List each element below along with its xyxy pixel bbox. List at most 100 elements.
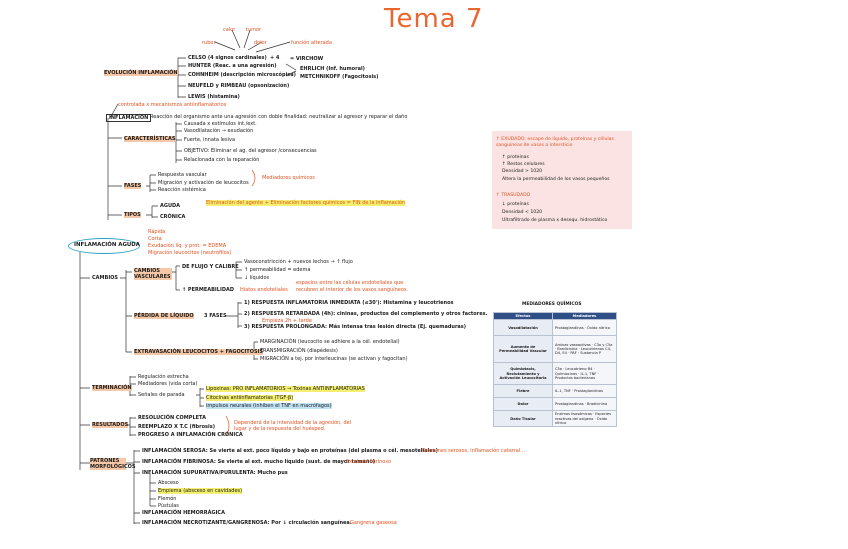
fases-label: FASES: [124, 183, 142, 189]
caracteristica-item: Relacionada con la reparación: [184, 157, 260, 163]
tipo-item: AGUDA: [160, 203, 181, 209]
inflamacion-above: controlada x mecanismos antiinflamatorio…: [118, 102, 227, 108]
serosa-note: Derrames serosos, inflamación catarral..…: [422, 448, 526, 454]
resultado-item: REEMPLAZO X T.C (fibrosis): [138, 424, 215, 430]
table-row: Quimiotaxis, Reclutamiento y Activación …: [493, 362, 617, 386]
table-cell-mediador: Enzimas lisosómicas · Especies reactivas…: [552, 410, 617, 428]
tipo-item: CRÓNICA: [160, 214, 186, 220]
patron-subitem: Empiema (absceso en cavidades): [158, 488, 243, 494]
evolucion-item: METCHNIKOFF (Fagocitosis): [300, 74, 379, 80]
table-header-row: Efectos Mediadores: [493, 311, 617, 321]
sign-dolor: dolor: [254, 40, 267, 46]
exudado-item: Altera la permeabilidad de los vasos peq…: [502, 177, 610, 182]
inflamacion-definition: Reacción del organismo ante una agresión…: [150, 114, 408, 120]
fase-item: Reacción sistémica: [158, 187, 206, 193]
hiatos-note: espacios entre las células endoteliales …: [296, 280, 404, 286]
extravasacion: EXTRAVASACIÓN LEUCOCITOS + FAGOCITOSIS: [134, 349, 264, 355]
table-row: Aumento de Permeabilidad Vascular Aminas…: [493, 335, 617, 364]
patron-item: INFLAMACIÓN SUPURATIVA/PURULENTA: Mucho …: [142, 470, 288, 476]
exudado-item: ↑ proteínas: [502, 155, 529, 160]
evolucion-item: COHNHEIM (descripción microscópica): [188, 72, 296, 78]
exudado-item: Densidad > 1020: [502, 169, 543, 174]
table-cell-mediador: Aminas vasoactivas · C3a y C5a · Bradici…: [552, 335, 617, 364]
terminacion-item: Mediadores (vida corta): [138, 381, 198, 387]
table-cell-efecto: Quimiotaxis, Reclutamiento y Activación …: [493, 362, 553, 386]
evolucion-plus4: + 4: [270, 55, 280, 61]
terminacion-label: TERMINACIÓN: [92, 385, 132, 391]
terminacion-item: Regulación estrecha: [138, 374, 189, 380]
tipos-eliminacion: Eliminación del agente + Eliminación fac…: [206, 200, 406, 206]
table-cell-mediador: Prostaglandinas · Bradicinina: [552, 397, 617, 412]
cambios-label: CAMBIOS: [92, 275, 119, 281]
table-row: Vasodilatación Prostaglandinas · Óxido n…: [493, 319, 617, 337]
aguda-trait: Exudación líq. y prot. = EDEMA: [148, 243, 227, 249]
evolucion-ehrlich: EHRLICH (Inf. humoral): [300, 66, 365, 72]
sign-rubor: rubor: [202, 40, 216, 46]
evolucion-item: HUNTER (Reac. a una agresión): [188, 63, 277, 69]
aguda-trait: Corta: [148, 236, 162, 242]
hiatos-note: recubren el interior de los vasos sanguí…: [296, 287, 409, 293]
table-cell-efecto: Vasodilatación: [493, 319, 553, 337]
exudado-trasudado-note: ↑ EXUDADO: escape de líquido, proteínas …: [492, 131, 632, 229]
evolucion-virchow: = VIRCHOW: [290, 56, 324, 62]
table-cell-efecto: Dolor: [493, 397, 553, 412]
extravasacion-item: MARGINACIÓN (leucocito se adhiere a la c…: [260, 339, 400, 345]
patron-item: INFLAMACIÓN SEROSA: Se vierte al ext. po…: [142, 448, 438, 454]
exudado-item: ↑ Restos celulares: [502, 162, 545, 167]
aguda-circle: [68, 238, 140, 254]
cambios-flujo: DE FLUJO Y CALIBRE: [182, 264, 239, 270]
flujo-item: ↓ líquidos: [244, 275, 270, 281]
aguda-trait: Rápida: [148, 229, 166, 235]
table-cell-efecto: Daño Tisular: [493, 410, 553, 428]
resultados-depende: Dependerá de la intensidad de la agresió…: [234, 420, 352, 432]
patrones-label: PATRONES MORFOLÓGICOS: [90, 458, 136, 470]
mediadores-table-caption: MEDIADORES QUÍMICOS: [522, 302, 582, 307]
table-row: Dolor Prostaglandinas · Bradicinina: [493, 397, 617, 412]
evolucion-item: CELSO (4 signos cardinales): [188, 55, 267, 61]
patron-subitem: Pústulas: [158, 503, 179, 509]
fase-respuesta: 2) RESPUESTA RETARDADA (4h): cininas, pr…: [244, 311, 488, 317]
sign-tumor: tumor: [246, 27, 262, 33]
fase-respuesta: 1) RESPUESTA INFLAMATORIA INMEDIATA (≤30…: [244, 300, 454, 306]
inflamacion-label: INFLAMACIÓN: [106, 114, 152, 122]
patron-item: INFLAMACIÓN FIBRINOSA: Se vierte al ext.…: [142, 459, 376, 465]
caracteristica-item: OBJETIVO: Eliminar el ag. del agresor /c…: [184, 148, 317, 154]
fase-respuesta: 3) RESPUESTA PROLONGADA: Más intensa tra…: [244, 324, 467, 330]
fases-mediadores: Mediadores químicos: [262, 175, 315, 181]
evolucion-neufeld: NEUFELD y RIMBEAU (opsonización): [188, 83, 290, 89]
senal-item: impulsos neurales (inhiben el TNF en mac…: [206, 403, 332, 409]
trasudado-title: ↑ TRASUDADO: [496, 193, 531, 198]
senal-item: Lipoxinas: PRO INFLAMATORIOS → Toxinas A…: [206, 386, 365, 392]
mediadores-table: Efectos Mediadores Vasodilatación Prosta…: [493, 311, 617, 428]
page-title: Tema 7: [384, 4, 484, 34]
aguda-label: INFLAMACIÓN AGUDA: [74, 242, 140, 248]
trasudado-item: ↓ proteínas: [502, 202, 529, 207]
cambios-vasculares: CAMBIOS VASCULARES: [134, 268, 172, 280]
table-cell-mediador: C5a · Leucotrieno B4 · Quimiocinas · IL-…: [552, 362, 617, 386]
table-cell-efecto: Fiebre: [493, 384, 553, 399]
flujo-item: ↑ permeabilidad = edema: [244, 267, 311, 273]
sign-calor: calor: [223, 27, 236, 33]
patron-item: INFLAMACIÓN NECROTIZANTE/GANGRENOSA: Por…: [142, 520, 352, 526]
sign-funcion: función alterada: [291, 40, 332, 46]
table-row: Fiebre IL-1, TNF · Prostaglandinas: [493, 384, 617, 399]
perdida-liquido: PÉRDIDA DE LÍQUIDO: [134, 313, 194, 319]
senales-parada: Señales de parada: [138, 392, 185, 398]
resultado-item: PROGRESO A INFLAMACIÓN CRÓNICA: [138, 432, 243, 438]
fibrinosa-note: Exudado fibrinoso: [346, 459, 392, 465]
gangrena-note: Gangrena gaseosa: [350, 520, 397, 526]
tipos-label: TIPOS: [124, 212, 141, 218]
evolucion-item: LEWIS (histamina): [188, 94, 240, 100]
fase-item: Migración y activación de leucocitos: [158, 180, 249, 186]
table-cell-efecto: Aumento de Permeabilidad Vascular: [493, 335, 553, 364]
resultados-label: RESULTADOS: [92, 422, 129, 428]
table-header: Efectos: [493, 311, 553, 321]
patron-subitem: Absceso: [158, 480, 179, 486]
trasudado-item: Densidad < 1020: [502, 210, 543, 215]
caracteristicas-label: CARACTERÍSTICAS: [124, 136, 176, 142]
senal-item: Citocinas antiinflamatorias (TGF-β): [206, 395, 294, 401]
aguda-trait: Migración leucocitos (neutrófilos): [148, 250, 232, 256]
resultado-item: RESOLUCIÓN COMPLETA: [138, 415, 206, 421]
fase-item: Respuesta vascular: [158, 172, 207, 178]
flujo-item: Vasoconstricción + nuevos lechos → ↑ flu…: [244, 259, 353, 265]
